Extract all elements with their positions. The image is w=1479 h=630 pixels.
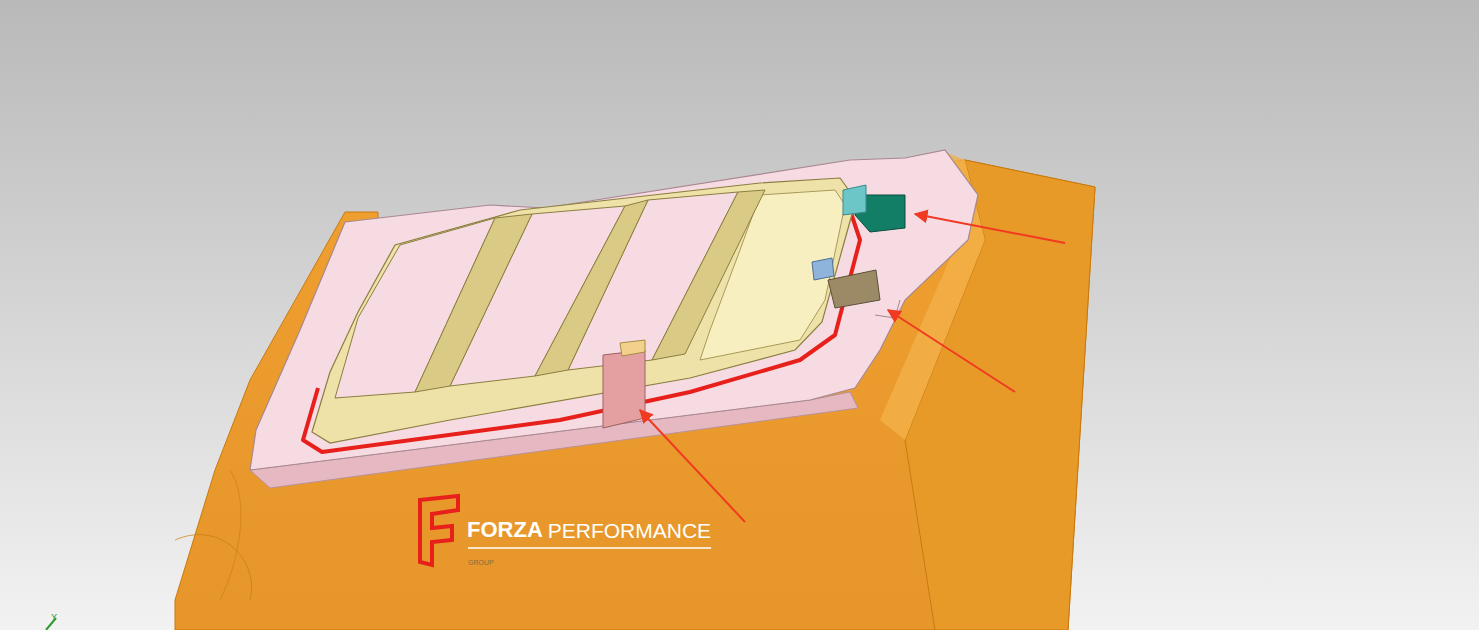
label-holder: Y [51, 606, 57, 624]
lifter-head [620, 340, 645, 356]
label-holder: GROUP [468, 551, 494, 569]
grille-rib [535, 200, 648, 376]
lifter-head [812, 258, 834, 280]
grille-part [312, 178, 856, 443]
grille-rib [415, 214, 532, 392]
axis-label: Y [51, 613, 57, 622]
label-holder: PERFORMANCE [548, 520, 711, 542]
logo-mark [420, 496, 458, 565]
pointer-arrow [640, 410, 745, 522]
cavity-plate [250, 150, 978, 470]
block-edge [175, 535, 252, 600]
watermark-text: PERFORMANCE [548, 520, 711, 541]
lifter-block [603, 350, 645, 428]
label-holder: FORZA [467, 519, 543, 541]
watermark-text: FORZA [467, 519, 543, 541]
slider-head [843, 185, 866, 215]
pointer-arrow [915, 214, 1065, 243]
logo-rule [468, 547, 711, 549]
pointer-arrow [888, 310, 1015, 392]
grille-rib [652, 190, 765, 360]
block-edge [220, 470, 241, 600]
watermark-text: GROUP [468, 559, 494, 566]
lifter-block [828, 270, 880, 308]
